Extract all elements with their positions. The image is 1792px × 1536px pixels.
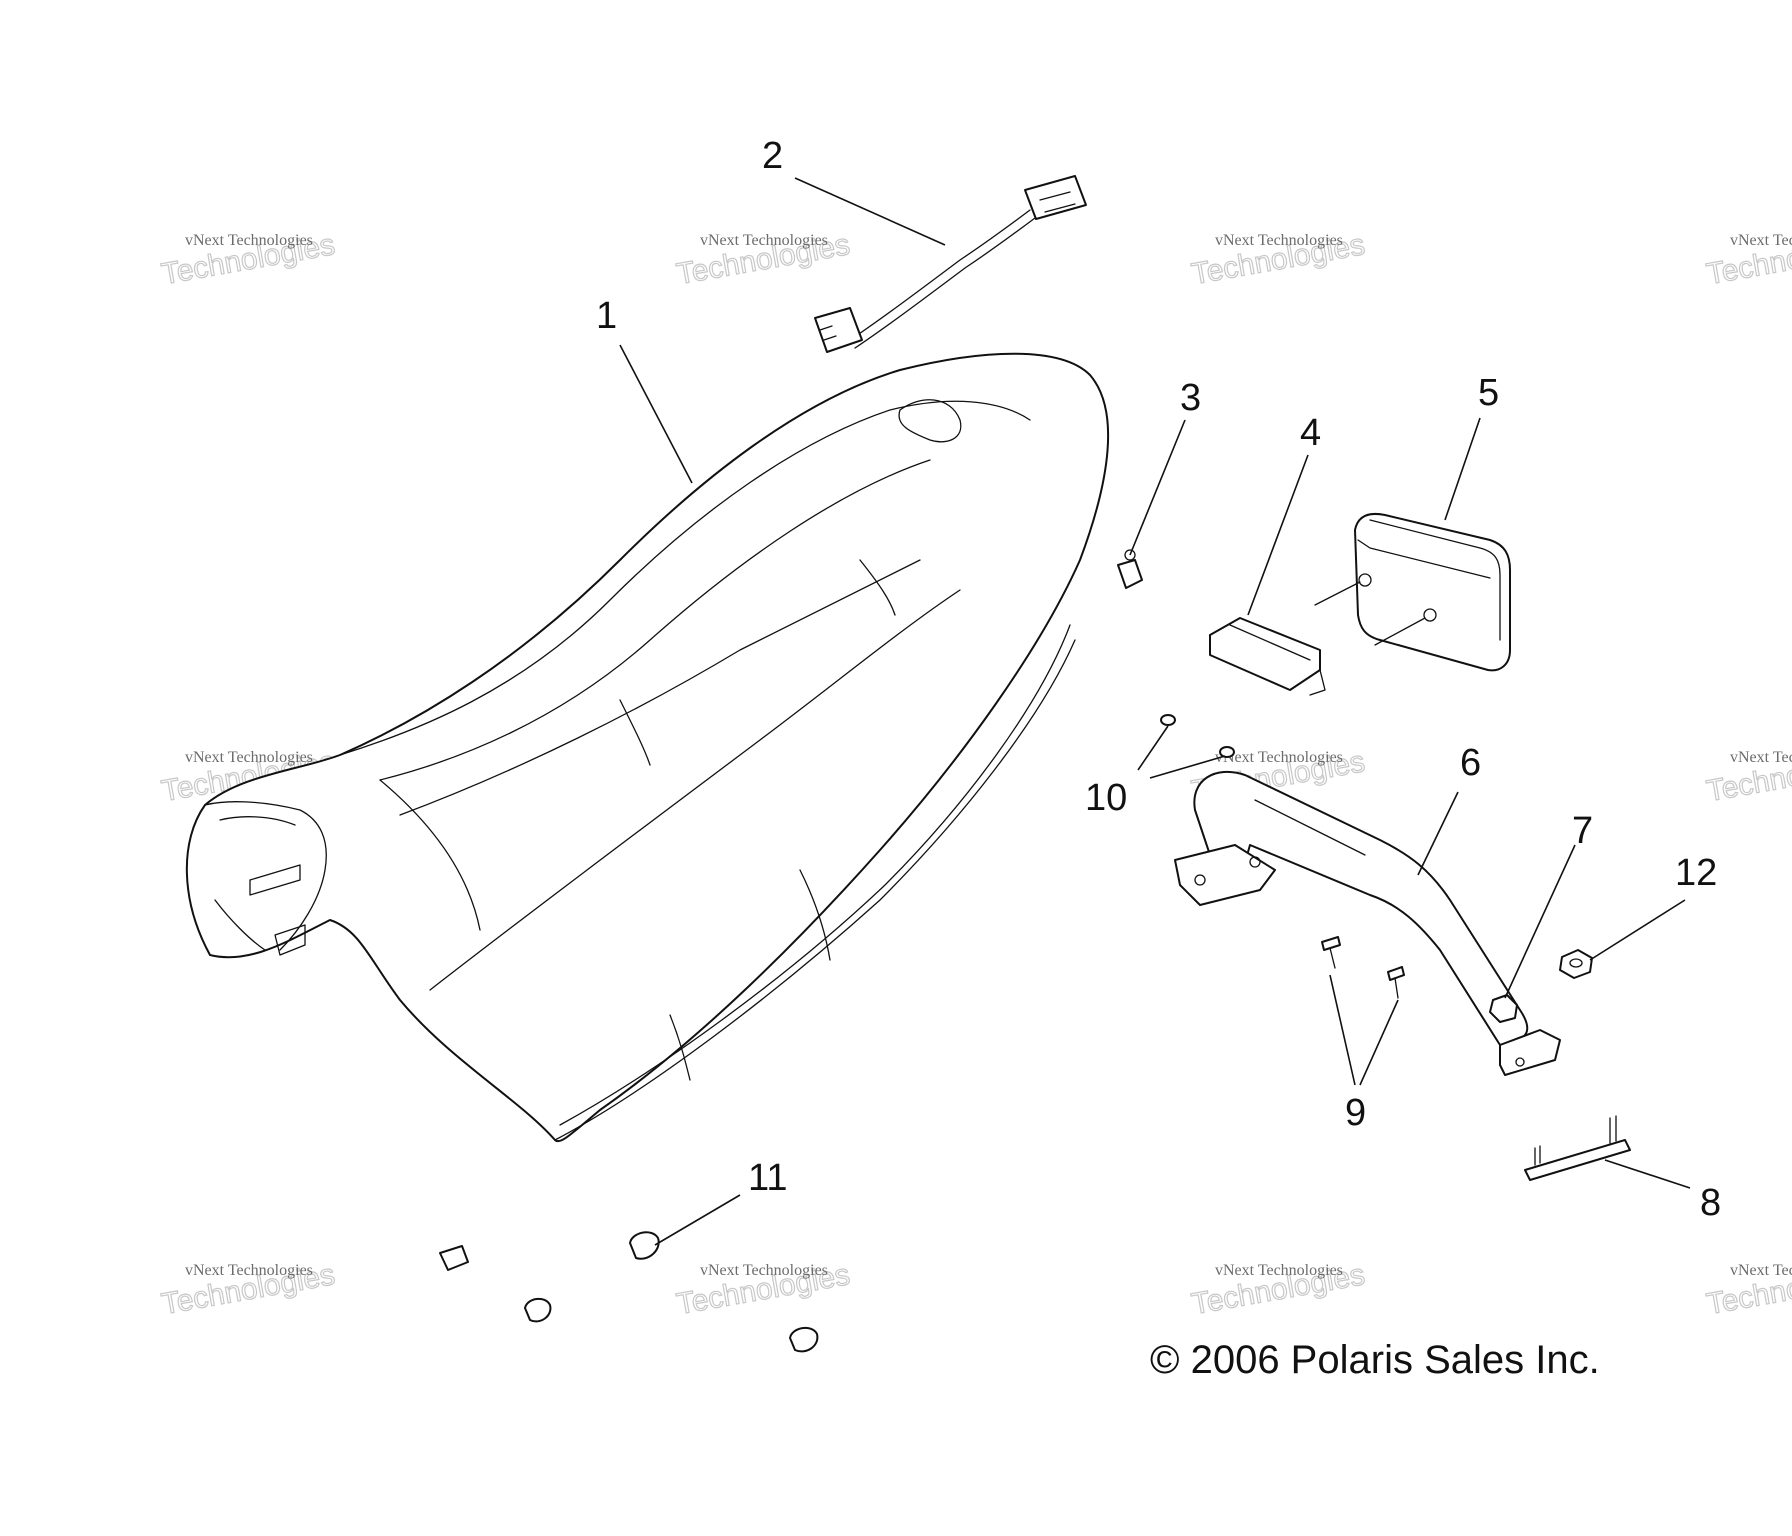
leader-7: [1504, 844, 1576, 999]
module-part-5[interactable]: [1314, 512, 1511, 672]
callout-2: 2: [762, 135, 783, 177]
watermark: Technologies vNext Technologies: [1704, 745, 1792, 809]
watermark-text: vNext Technologies: [1730, 1262, 1792, 1279]
grommet-part-11[interactable]: [439, 1231, 819, 1353]
watermark-text: vNext Technologies: [185, 1262, 313, 1279]
leader-4: [1247, 454, 1309, 616]
watermark: Technologies vNext Technologies: [1704, 1258, 1792, 1322]
callout-labels: 1 2 3 4 5 6 7 8 9 10 11 12: [596, 135, 1721, 1224]
callout-8: 8: [1700, 1182, 1721, 1224]
leader-9a: [1329, 974, 1356, 1086]
callout-9: 9: [1345, 1092, 1366, 1134]
watermark-text: vNext Technologies: [1215, 232, 1343, 249]
leader-5: [1444, 417, 1481, 521]
leader-8: [1604, 1159, 1691, 1189]
watermark: Technologies vNext Technologies: [674, 1258, 853, 1322]
watermark-text: vNext Technologies: [1215, 749, 1343, 766]
callout-5: 5: [1478, 372, 1499, 414]
watermark: Technologies vNext Technologies: [1189, 1258, 1368, 1322]
leader-11: [654, 1194, 741, 1246]
watermark-text: vNext Technologies: [700, 1262, 828, 1279]
callout-1: 1: [596, 295, 617, 337]
grab-rail-part-6[interactable]: [1174, 770, 1561, 1076]
leader-lines: [619, 177, 1691, 1246]
leader-10b: [1149, 755, 1226, 779]
callout-12: 12: [1675, 852, 1717, 894]
callout-7: 7: [1572, 810, 1593, 852]
leader-6: [1417, 791, 1459, 876]
watermark: Technologies vNext Technologies: [159, 228, 338, 292]
copyright-text: © 2006 Polaris Sales Inc.: [1150, 1338, 1600, 1382]
leader-1: [619, 344, 693, 484]
callout-11: 11: [748, 1157, 787, 1199]
watermark-text: vNext Technologies: [1730, 232, 1792, 249]
callout-6: 6: [1460, 742, 1481, 784]
stud-plate-part-8[interactable]: [1524, 1115, 1631, 1181]
watermark: Technologies vNext Technologies: [159, 1258, 338, 1322]
watermark: Technologies vNext Technologies: [1704, 228, 1792, 292]
callout-10: 10: [1085, 777, 1127, 819]
leader-10a: [1137, 725, 1169, 771]
watermark: Technologies vNext Technologies: [1189, 228, 1368, 292]
bolt-part-9[interactable]: [1321, 936, 1405, 999]
leader-2: [794, 177, 946, 246]
bracket-part-4[interactable]: [1209, 617, 1326, 696]
watermark-text: vNext Technologies: [185, 749, 313, 766]
leader-3: [1129, 419, 1186, 556]
watermark-text: vNext Technologies: [185, 232, 313, 249]
wire-harness-part[interactable]: [814, 175, 1087, 353]
watermark-text: vNext Technologies: [700, 232, 828, 249]
clip-part-3[interactable]: [1117, 549, 1143, 589]
callout-3: 3: [1180, 377, 1201, 419]
watermark: Technologies vNext Technologies: [674, 228, 853, 292]
watermark-text: vNext Technologies: [1215, 1262, 1343, 1279]
washer-part-10[interactable]: [1160, 714, 1235, 758]
callout-4: 4: [1300, 412, 1321, 454]
nut-part-12[interactable]: [1559, 949, 1593, 979]
seat-part[interactable]: [185, 352, 1110, 1143]
watermark-text: vNext Technologies: [1730, 749, 1792, 766]
leader-9b: [1359, 999, 1399, 1086]
leader-12: [1589, 899, 1686, 961]
